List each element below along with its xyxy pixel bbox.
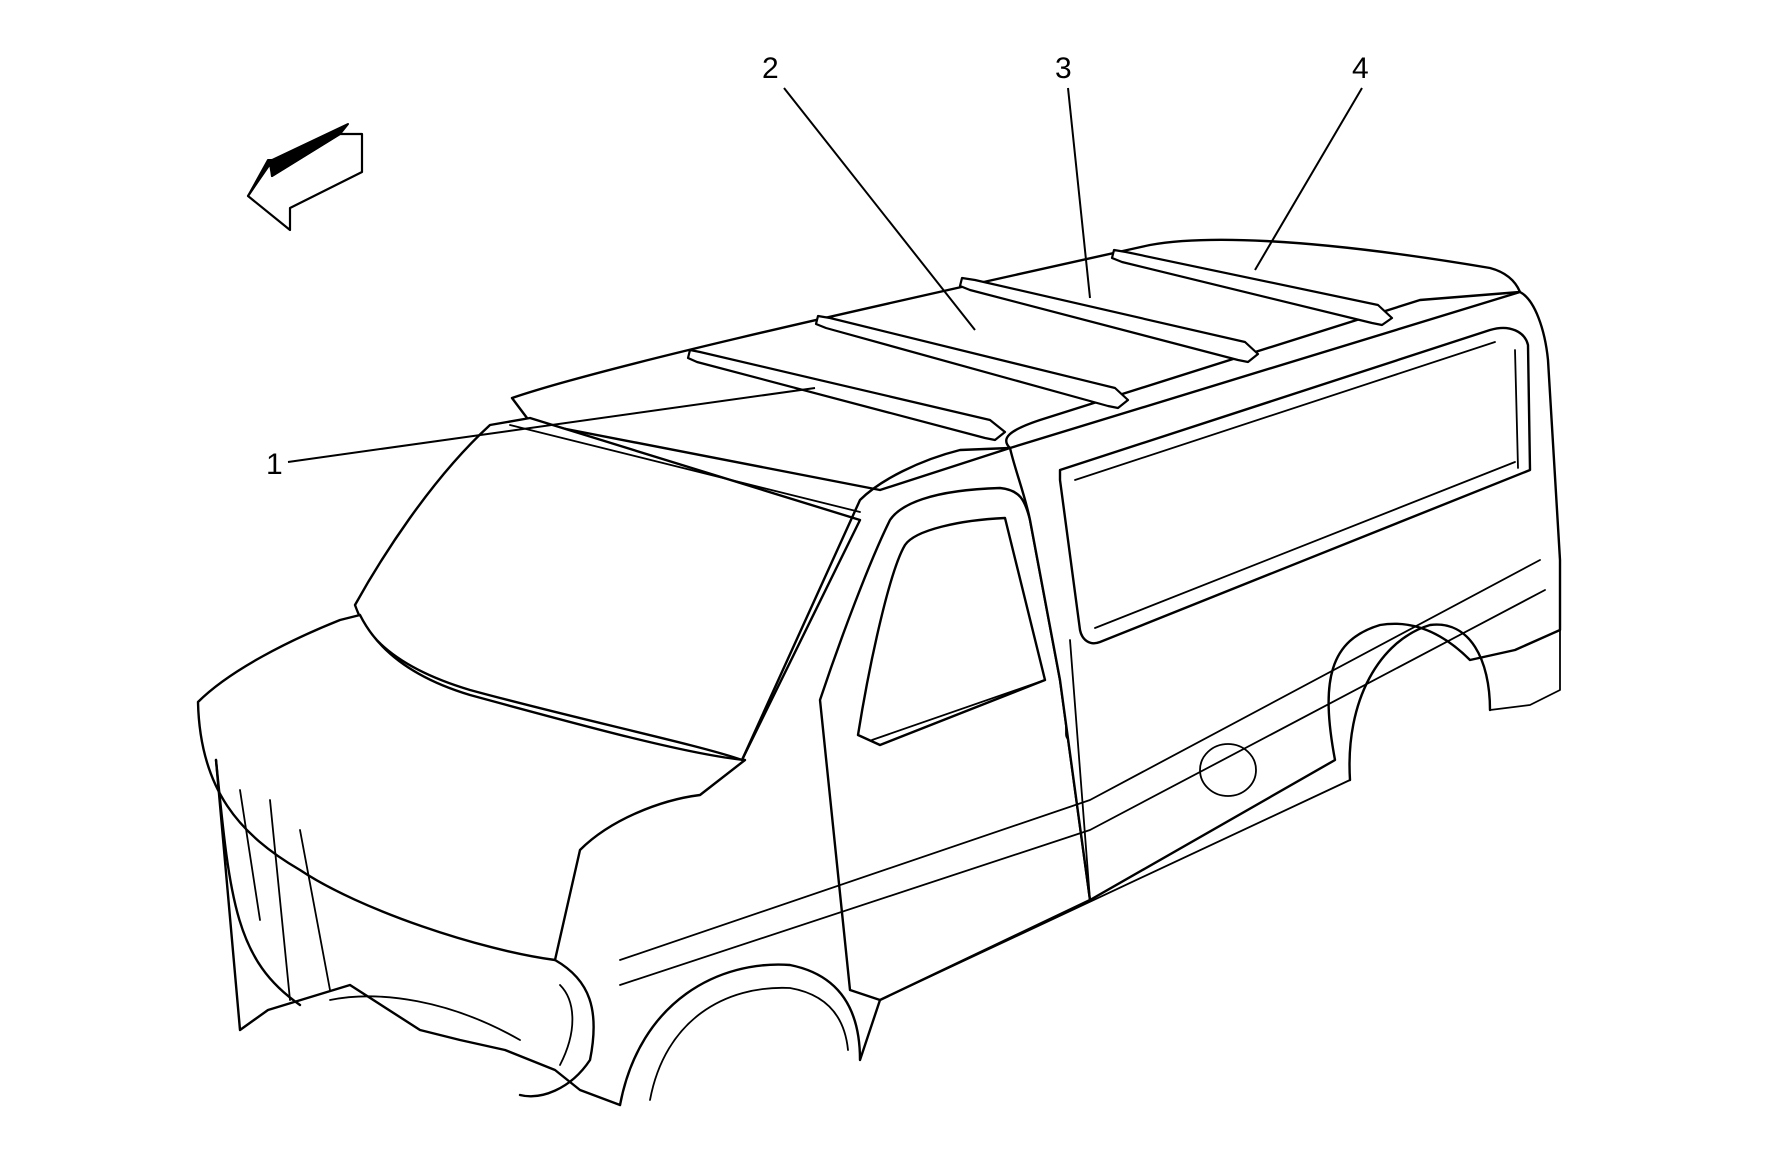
fuel-door xyxy=(1199,743,1257,797)
leader-4 xyxy=(1254,87,1363,271)
rear-wheel-arch xyxy=(1348,623,1492,782)
callout-4: 4 xyxy=(1352,52,1369,85)
callout-3: 3 xyxy=(1055,52,1072,85)
leader-3 xyxy=(1067,87,1091,299)
front-door-window xyxy=(856,516,1047,747)
callout-labels: 1 2 3 4 xyxy=(266,52,1369,481)
roof-rails xyxy=(686,248,1394,442)
callout-1: 1 xyxy=(266,448,283,481)
front-wheel-arch xyxy=(618,963,882,1107)
callout-leaders xyxy=(287,87,1363,463)
van-body xyxy=(196,238,1562,1107)
roof-rail-2 xyxy=(814,314,1130,410)
a-pillar xyxy=(740,446,1012,762)
roof-rail-1 xyxy=(686,348,1007,442)
leader-2 xyxy=(783,87,976,331)
roof-rail-3 xyxy=(958,276,1260,364)
side-window xyxy=(1058,326,1532,645)
direction-arrow-icon xyxy=(246,123,364,232)
callout-2: 2 xyxy=(762,52,779,85)
roof-rail-4 xyxy=(1110,248,1394,327)
leader-1 xyxy=(287,387,816,463)
windshield xyxy=(353,416,862,762)
hood xyxy=(196,613,747,962)
